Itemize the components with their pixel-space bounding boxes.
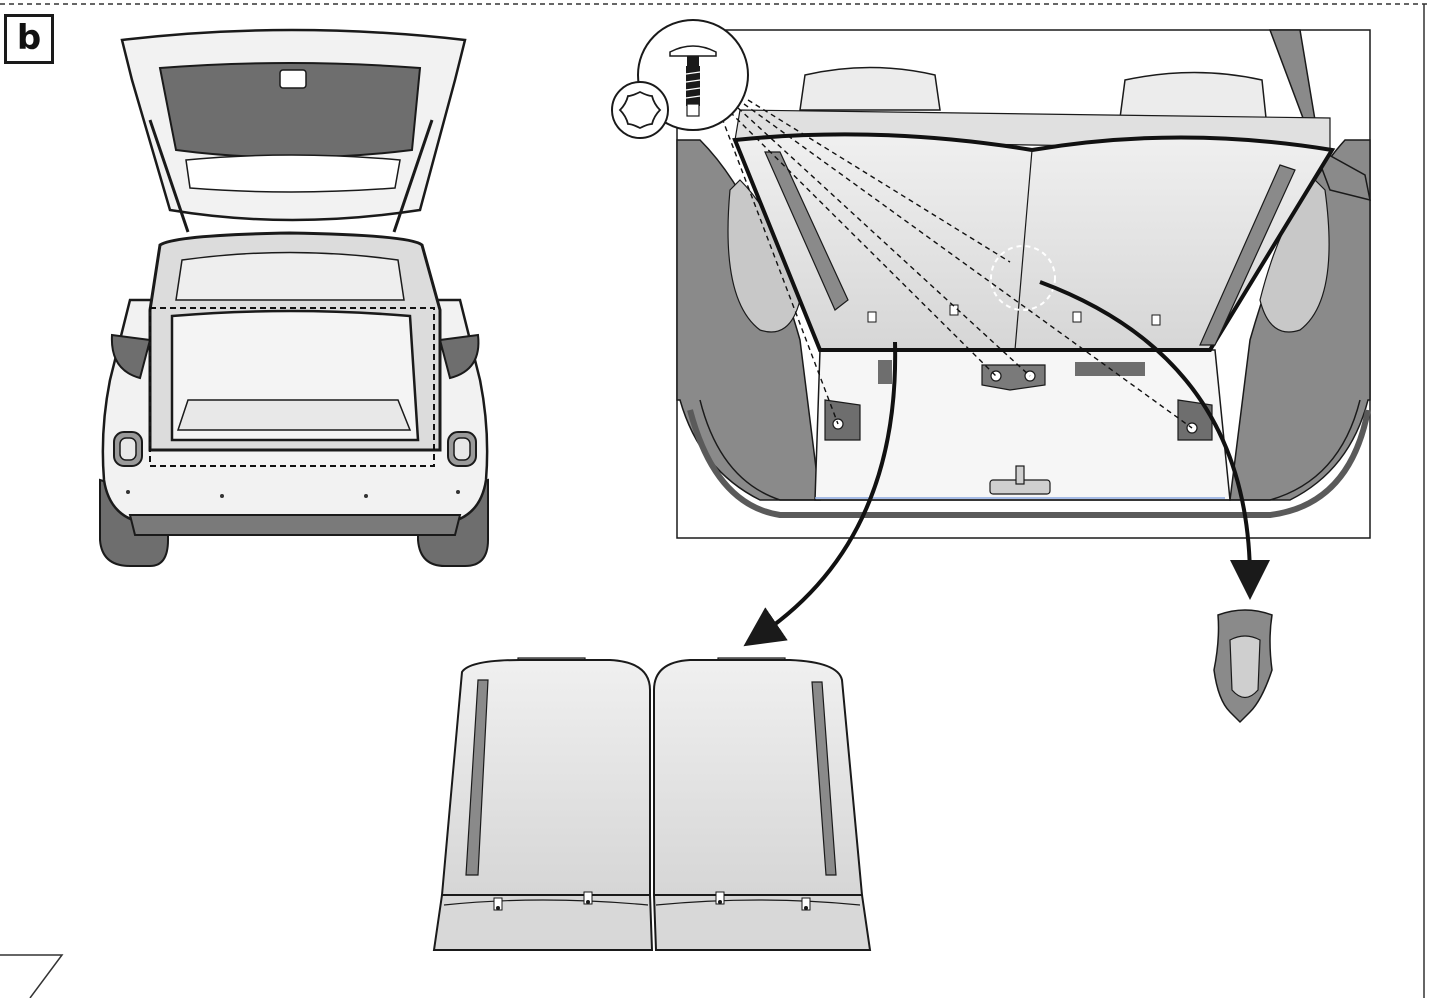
torx-bit-icon — [618, 90, 662, 130]
leader-lines — [721, 99, 1193, 429]
removed-trim-piece — [1213, 609, 1273, 724]
rear-seat-detail — [676, 29, 1371, 539]
step-label: b — [4, 14, 54, 64]
curved-arrow-icon — [743, 341, 898, 647]
curved-arrow-icon — [1039, 280, 1270, 600]
torx-screw-icon — [669, 45, 717, 117]
selection-box — [149, 307, 435, 467]
corner-mark — [0, 954, 64, 999]
screw-callout — [611, 19, 1193, 429]
removed-seat-backs — [432, 657, 872, 951]
car-rear-illustration — [99, 28, 489, 567]
